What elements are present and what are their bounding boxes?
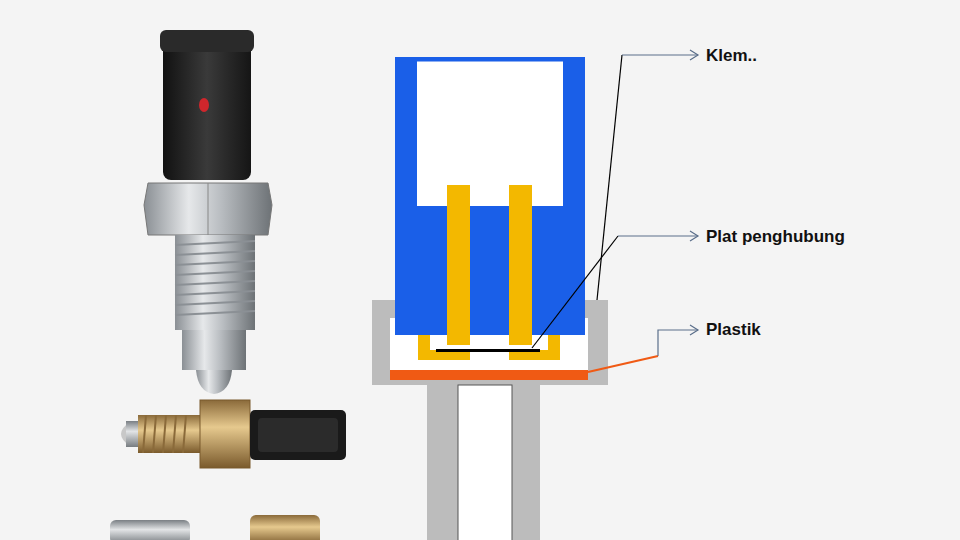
switch-photo	[110, 515, 320, 540]
cross-section	[372, 57, 608, 540]
part-label: Klem..	[706, 44, 906, 67]
part-label: Plat penghubung	[706, 225, 856, 248]
part-label: Plastik	[706, 318, 906, 341]
leader-lines	[532, 50, 698, 372]
switch-photo	[144, 30, 272, 394]
switch-photo	[121, 400, 346, 468]
